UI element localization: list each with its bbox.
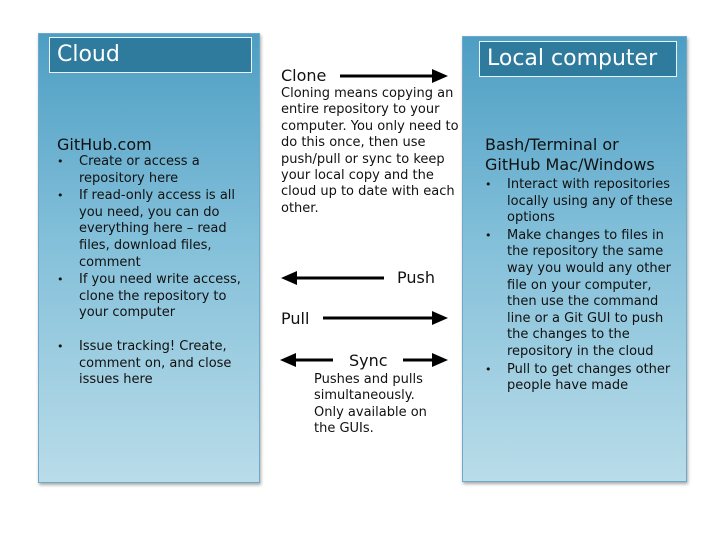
clone-arrow-icon	[340, 69, 448, 83]
cloud-bullet-text: Create or access a repository here	[79, 154, 200, 186]
pull-label: Pull	[281, 309, 310, 328]
push-label: Push	[397, 268, 435, 287]
sync-right-arrow-icon	[403, 353, 448, 367]
pull-arrow-icon	[323, 311, 448, 325]
cloud-panel: Cloud GitHub.com • Create or access a rep…	[38, 33, 260, 483]
clone-description: Cloning means copying an entire reposito…	[281, 86, 459, 216]
local-title: Local computer	[479, 41, 677, 77]
bullet-dot-icon: •	[57, 155, 64, 168]
cloud-bullet-text: If you need write access, clone the repo…	[79, 272, 241, 321]
bullet-dot-icon: •	[485, 228, 492, 242]
local-bullet: • Make changes to files in the repository…	[485, 228, 685, 361]
cloud-bullet-text: Issue tracking! Create, comment on, and …	[79, 338, 232, 388]
cloud-bullet: • Issue tracking! Create, comment on, and…	[57, 339, 257, 389]
cloud-bullet-list: • Create or access a repository here • If …	[57, 154, 257, 390]
bullet-dot-icon: •	[485, 362, 492, 376]
local-bullet-text: Make changes to files in the repository …	[507, 227, 671, 359]
local-bullet-text: Interact with repositories locally using…	[507, 177, 673, 226]
bullet-dot-icon: •	[57, 339, 64, 353]
local-bullet: • Interact with repositories locally usin…	[485, 177, 685, 227]
sync-label: Sync	[349, 351, 388, 370]
cloud-bullet: • If you need write access, clone the rep…	[57, 272, 257, 322]
local-heading-line: GitHub Mac/Windows	[485, 155, 655, 174]
local-bullet-list: • Interact with repositories locally usin…	[485, 177, 685, 396]
push-arrow-icon	[281, 271, 384, 285]
cloud-bullet-text: If read-only access is all you need, you…	[79, 188, 236, 270]
cloud-bullet: • Create or access a repository here	[57, 154, 257, 187]
local-bullet-text: Pull to get changes other people have ma…	[507, 361, 671, 394]
local-heading: Bash/Terminal or GitHub Mac/Windows	[485, 135, 655, 175]
cloud-bullet: • If read-only access is all you need, yo…	[57, 188, 257, 271]
cloud-heading: GitHub.com	[57, 135, 152, 154]
sync-left-arrow-icon	[280, 353, 333, 367]
sync-description: Pushes and pulls simultaneously. Only av…	[314, 372, 427, 437]
bullet-dot-icon: •	[57, 189, 64, 203]
local-heading-line: Bash/Terminal or	[485, 135, 619, 154]
local-panel: Local computer Bash/Terminal or GitHub M…	[462, 36, 687, 482]
clone-label: Clone	[281, 66, 327, 85]
local-bullet: • Pull to get changes other people have m…	[485, 362, 685, 395]
cloud-title: Cloud	[49, 37, 252, 73]
bullet-dot-icon: •	[57, 273, 64, 287]
bullet-dot-icon: •	[485, 178, 492, 191]
